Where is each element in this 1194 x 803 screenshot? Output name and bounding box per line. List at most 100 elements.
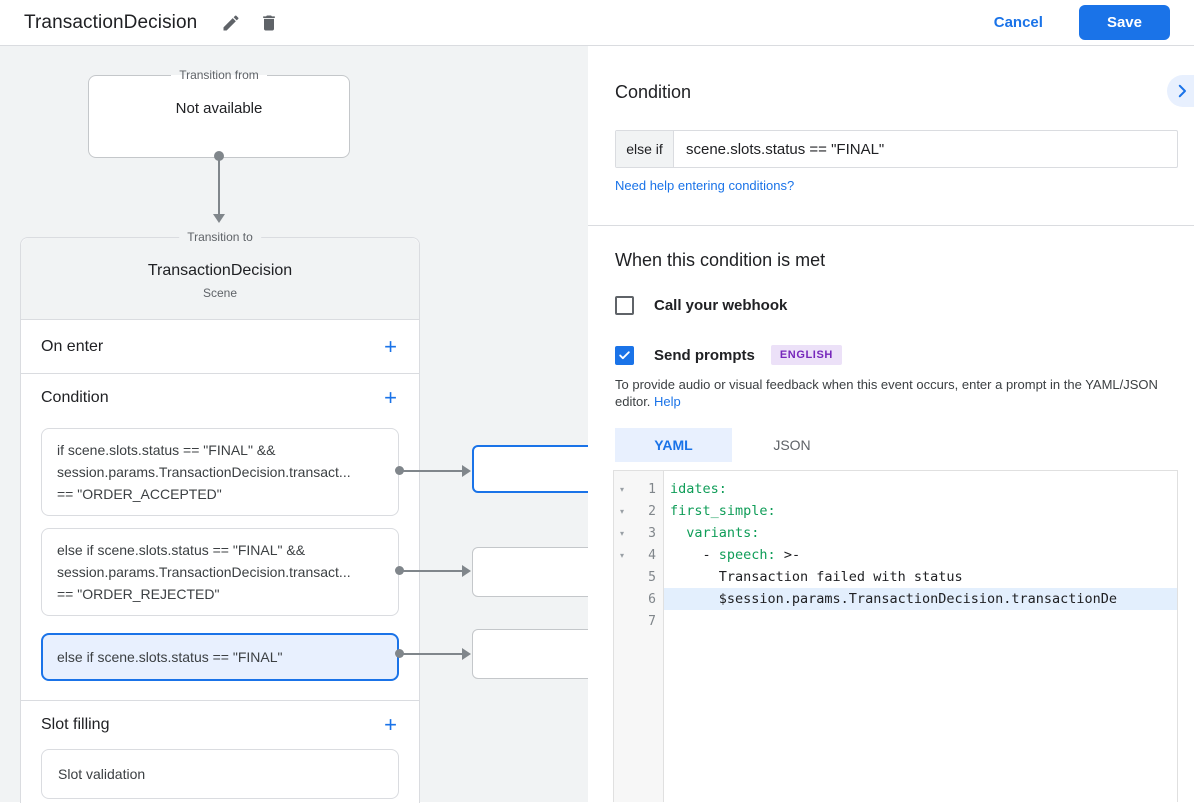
code-area[interactable]: idates: first_simple: variants: - speech… <box>664 471 1177 802</box>
trash-icon <box>259 13 279 33</box>
on-enter-section: On enter + <box>21 320 419 374</box>
condition-detail-panel: Condition else if Need help entering con… <box>588 46 1194 802</box>
transition-from-box: Transition from Not available <box>88 68 350 158</box>
panel-divider <box>588 225 1194 226</box>
code-text: $session.params.TransactionDecision.tran… <box>670 591 1118 607</box>
scene-diagram-canvas: Transition from Not available Transition… <box>0 46 612 803</box>
add-on-enter-button[interactable]: + <box>384 333 397 359</box>
slot-validation-label: Slot validation <box>58 766 146 782</box>
condition-text-line: session.params.TransactionDecision.trans… <box>57 464 351 480</box>
condition-item-accepted[interactable]: if scene.slots.status == "FINAL" && sess… <box>41 428 399 516</box>
arrow-right-icon <box>462 465 471 477</box>
send-prompts-label: Send prompts <box>654 346 755 364</box>
condition-expression-row: else if <box>615 130 1178 168</box>
code-line: first_simple: <box>664 500 1177 522</box>
code-line <box>664 610 1177 632</box>
yaml-key: idates: <box>670 481 727 497</box>
scene-name: TransactionDecision <box>147 262 293 279</box>
line-number: 4 <box>648 547 656 563</box>
slot-validation-item[interactable]: Slot validation <box>41 749 399 799</box>
prompt-helper-text: To provide audio or visual feedback when… <box>615 376 1173 410</box>
collapse-panel-button[interactable] <box>1167 75 1194 107</box>
condition-text-line: == "ORDER_ACCEPTED" <box>57 486 222 502</box>
editor-gutter: ▾ 1 ▾ 2 ▾ 3 ▾ 4 5 6 <box>614 471 664 802</box>
condition-text-line: if scene.slots.status == "FINAL" && <box>57 442 276 458</box>
code-text: Transaction failed with status <box>670 569 963 585</box>
add-slot-button[interactable]: + <box>384 712 397 737</box>
gutter-row: 6 <box>614 588 663 610</box>
line-number: 6 <box>648 591 656 607</box>
delete-scene-button[interactable] <box>255 9 283 37</box>
code-line-highlighted: $session.params.TransactionDecision.tran… <box>664 588 1177 610</box>
scene-type: Scene <box>202 286 238 300</box>
slot-filling-section: Slot filling + Slot validation <box>21 701 419 799</box>
condition-prefix-label: else if <box>616 131 674 167</box>
fold-toggle-icon[interactable]: ▾ <box>619 528 624 538</box>
help-link[interactable]: Help <box>654 394 681 409</box>
yaml-key: first_simple: <box>670 503 776 519</box>
tab-json[interactable]: JSON <box>773 437 811 453</box>
line-number: 2 <box>648 503 656 519</box>
code-line: Transaction failed with status <box>664 566 1177 588</box>
condition-section: Condition + if scene.slots.status == "FI… <box>21 374 419 701</box>
pencil-icon <box>221 13 241 33</box>
arrow-down-icon <box>213 214 225 223</box>
yaml-key: variants: <box>686 525 760 541</box>
send-prompts-checkbox[interactable] <box>615 345 634 365</box>
line-number: 5 <box>648 569 656 585</box>
condition-expression-input[interactable] <box>674 131 1177 167</box>
add-condition-button[interactable]: + <box>384 385 397 410</box>
line-number: 7 <box>648 613 656 629</box>
transition-from-legend: Transition from <box>179 68 259 82</box>
gutter-row: 7 <box>614 610 663 632</box>
top-bar: TransactionDecision Cancel Save <box>0 0 1194 46</box>
tab-yaml[interactable]: YAML <box>615 428 732 462</box>
edit-title-button[interactable] <box>217 9 245 37</box>
slot-filling-label: Slot filling <box>41 716 110 733</box>
condition-text-line: == "ORDER_REJECTED" <box>57 586 220 602</box>
gutter-row: ▾ 3 <box>614 522 663 544</box>
condition-3-connector <box>403 653 464 655</box>
fold-toggle-icon[interactable]: ▾ <box>619 484 624 494</box>
fold-toggle-icon[interactable]: ▾ <box>619 506 624 516</box>
gutter-row: ▾ 4 <box>614 544 663 566</box>
transition-to-legend: Transition to <box>179 230 261 244</box>
condition-item-rejected[interactable]: else if scene.slots.status == "FINAL" &&… <box>41 528 399 616</box>
yaml-key: speech: <box>718 547 776 563</box>
code-line: idates: <box>664 478 1177 500</box>
scene-card-header: TransactionDecision Scene <box>21 238 419 320</box>
condition-text-line: else if scene.slots.status == "FINAL" <box>57 649 283 665</box>
line-number: 1 <box>648 481 656 497</box>
condition-1-port <box>395 466 404 475</box>
condition-1-connector <box>403 470 464 472</box>
check-icon <box>618 349 631 362</box>
condition-2-port <box>395 566 404 575</box>
webhook-checkbox[interactable] <box>615 296 634 315</box>
condition-item-final-selected[interactable]: else if scene.slots.status == "FINAL" <box>41 633 399 681</box>
helper-text: To provide audio or visual feedback when… <box>615 377 1158 409</box>
condition-text-line: else if scene.slots.status == "FINAL" && <box>57 542 306 558</box>
code-line: - speech: >- <box>664 544 1177 566</box>
yaml-code-editor[interactable]: ▾ 1 ▾ 2 ▾ 3 ▾ 4 5 6 <box>613 470 1178 802</box>
transition-from-value: Not available <box>175 100 263 117</box>
save-button[interactable]: Save <box>1078 5 1170 40</box>
fold-toggle-icon[interactable]: ▾ <box>619 550 624 560</box>
condition-3-port <box>395 649 404 658</box>
gutter-row: ▾ 1 <box>614 478 663 500</box>
language-badge: ENGLISH <box>770 345 842 365</box>
when-condition-heading: When this condition is met <box>615 250 826 270</box>
webhook-row: Call your webhook <box>615 296 787 315</box>
code-text: >- <box>775 547 801 563</box>
gutter-row: 5 <box>614 566 663 588</box>
cancel-button[interactable]: Cancel <box>993 14 1043 31</box>
editor-tabs: YAML JSON <box>615 428 852 462</box>
condition-2-connector <box>403 570 464 572</box>
code-text: - <box>670 547 719 563</box>
chevron-right-icon <box>1173 82 1191 100</box>
line-number: 3 <box>648 525 656 541</box>
panel-title: Condition <box>615 82 692 102</box>
condition-help-link[interactable]: Need help entering conditions? <box>615 178 795 193</box>
on-enter-label: On enter <box>41 337 104 355</box>
code-text <box>670 525 686 541</box>
code-line: variants: <box>664 522 1177 544</box>
